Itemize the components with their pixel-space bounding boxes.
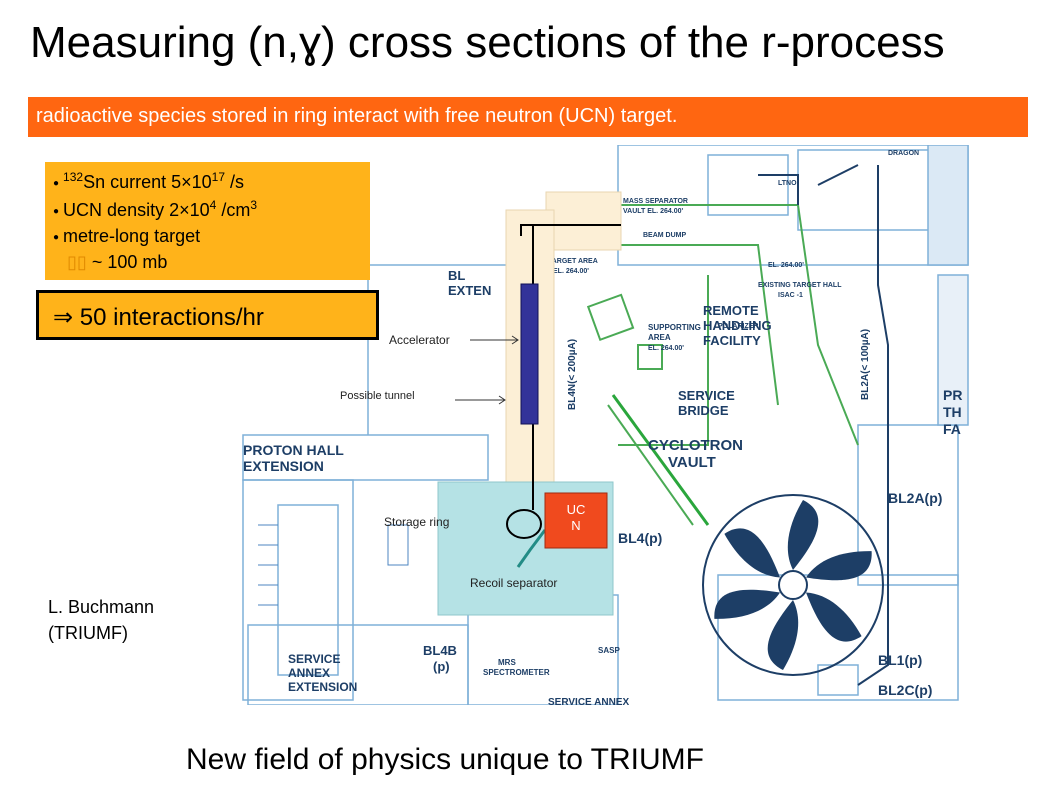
map-label-beam-dump: BEAM DUMP bbox=[643, 232, 686, 239]
map-label-annex: ANNEX bbox=[288, 666, 330, 680]
map-label-supporting: SUPPORTING bbox=[648, 323, 701, 332]
map-label-polarizer: POLARIZER bbox=[718, 323, 758, 330]
sigma-placeholder-icon: ▯▯ bbox=[67, 252, 87, 272]
ucn-label-line1: UC bbox=[566, 502, 586, 517]
bullet-ucn-density: ●UCN density 2×104 /cm3 bbox=[53, 198, 257, 220]
map-label-bl2a-vert: BL2A(< 100µA) bbox=[860, 329, 871, 400]
storage-ring-label: Storage ring bbox=[384, 515, 450, 529]
bullet-sn-current: ●132Sn current 5×1017 /s bbox=[53, 170, 245, 192]
ucn-label-line2: N bbox=[571, 518, 581, 533]
map-label-service-annex: SERVICE bbox=[288, 652, 340, 666]
map-label-bl4n: BL4N(< 200µA) bbox=[567, 339, 578, 410]
map-label-facility: FACILITY bbox=[703, 333, 761, 348]
parameters-box: ●132Sn current 5×1017 /s ●UCN density 2×… bbox=[45, 162, 370, 280]
map-label-remote: REMOTE bbox=[703, 303, 759, 318]
map-label-service: SERVICE bbox=[678, 388, 735, 403]
map-label-handling: HANDLING bbox=[703, 318, 772, 333]
map-label-service-annex-bottom: SERVICE ANNEX bbox=[548, 697, 629, 705]
map-label-exten: EXTEN bbox=[448, 283, 491, 298]
map-label-right-pr: PR bbox=[943, 387, 962, 403]
map-label-existing-hall: EXISTING TARGET HALL bbox=[758, 282, 842, 289]
ucn-label: UC N bbox=[545, 502, 607, 534]
recoil-separator-label: Recoil separator bbox=[470, 576, 558, 590]
map-label-mass-separator: MASS SEPARATOR bbox=[623, 198, 688, 205]
map-label-spectrometer: SPECTROMETER bbox=[483, 668, 550, 677]
page-title: Measuring (n,ɣ) cross sections of the r-… bbox=[30, 18, 945, 67]
map-label-bl4-p: BL4(p) bbox=[618, 530, 662, 546]
map-label-extension: EXTENSION bbox=[243, 458, 324, 474]
accelerator-label: Accelerator bbox=[389, 333, 450, 347]
subtitle-banner: radioactive species stored in ring inter… bbox=[28, 97, 1028, 137]
map-label-bridge: BRIDGE bbox=[678, 403, 729, 418]
map-label-target-area: TARGET AREA bbox=[548, 258, 598, 265]
map-label-supporting2: AREA bbox=[648, 333, 671, 342]
map-label-bl4b: BL4B bbox=[423, 643, 457, 658]
map-label-bl1-p: BL1(p) bbox=[878, 652, 922, 668]
possible-tunnel-label: Possible tunnel bbox=[340, 390, 415, 402]
map-label-sasp: SASP bbox=[598, 646, 620, 655]
map-label-ltno: LTNO bbox=[778, 180, 797, 187]
map-label-proton-hall: PROTON HALL bbox=[243, 442, 344, 458]
author-credit: L. Buchmann (TRIUMF) bbox=[48, 594, 154, 646]
map-label-vault-el: VAULT EL. 264.00' bbox=[623, 208, 683, 215]
result-box: ⇒ 50 interactions/hr bbox=[36, 290, 379, 340]
bullet-icon: ● bbox=[53, 177, 60, 189]
map-label-mrs: MRS bbox=[498, 658, 516, 667]
map-label-supporting-el: EL. 264.00' bbox=[648, 345, 684, 352]
bullet-icon: ● bbox=[53, 231, 60, 243]
map-label-bl: BL bbox=[448, 268, 465, 283]
bullet-icon: ● bbox=[53, 205, 60, 217]
footer-caption: New field of physics unique to TRIUMF bbox=[186, 743, 704, 776]
map-label-el-264: EL. 264.00' bbox=[553, 268, 589, 275]
map-label-vault: VAULT bbox=[668, 454, 716, 471]
map-label-dragon: DRAGON bbox=[888, 150, 919, 157]
map-label-right-fa: FA bbox=[943, 421, 961, 437]
result-text: ⇒ 50 interactions/hr bbox=[53, 304, 264, 331]
cross-section-value: ▯▯ ~ 100 mb bbox=[67, 252, 168, 272]
bullet-target-length: ●metre-long target bbox=[53, 226, 201, 246]
author-name: L. Buchmann bbox=[48, 597, 155, 617]
map-label-el-264b: EL. 264.00' bbox=[768, 262, 804, 269]
map-label-bl4b-p: (p) bbox=[433, 659, 450, 674]
map-label-bl2a-p: BL2A(p) bbox=[888, 490, 942, 506]
cyclotron-icon bbox=[702, 494, 884, 676]
map-label-annex-extension: EXTENSION bbox=[288, 680, 357, 694]
banner-text: radioactive species stored in ring inter… bbox=[36, 105, 678, 127]
author-affiliation: (TRIUMF) bbox=[48, 623, 128, 643]
map-label-isac: ISAC -1 bbox=[778, 292, 803, 299]
map-label-right-th: TH bbox=[943, 404, 962, 420]
map-label-bl2c-p: BL2C(p) bbox=[878, 682, 932, 698]
map-label-cyclotron: CYCLOTRON bbox=[648, 437, 743, 454]
